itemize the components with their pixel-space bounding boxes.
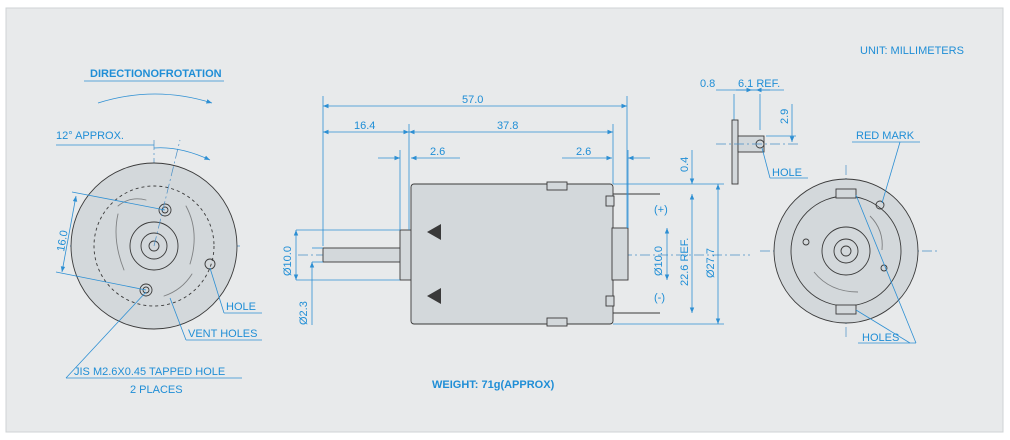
tapped-hole-bottom <box>139 283 153 297</box>
side-view: 57.0 16.4 37.8 2.6 2.6 Ø10.0 Ø2.3 Ø10.0 … <box>282 94 750 327</box>
rotation-arrow <box>97 93 213 104</box>
red-mark <box>875 200 885 210</box>
motor-body <box>410 183 614 325</box>
tapped-hole-label: JIS M2.6X0.45 TAPPED HOLE <box>74 366 225 378</box>
terminal-hole-label: HOLE <box>772 167 802 179</box>
polarity-plus: (+) <box>654 204 668 216</box>
weight-label: WEIGHT: 71g(APPROX) <box>432 379 555 391</box>
rotation-direction-label: DIRECTIONOFROTATION <box>90 68 222 80</box>
terminal-detail: 0.8 6.1 REF. 2.9 HOLE <box>700 78 808 185</box>
dim-terminal-thickness: 0.8 <box>700 78 715 90</box>
dim-shaft-length: 16.4 <box>354 120 375 132</box>
dim-body-length: 37.8 <box>497 120 518 132</box>
vent-holes-label: VENT HOLES <box>188 328 258 340</box>
angle-label: 12° APPROX. <box>56 130 124 142</box>
dim-rear-boss: 2.6 <box>576 146 591 158</box>
dim-terminal-span: 22.6 REF. <box>679 238 691 286</box>
dim-rear-boss-dia: Ø10.0 <box>653 246 665 276</box>
front-view: 16.0 12° APPROX. HOLE VENT HOLES JIS M2.… <box>55 130 262 396</box>
rear-boss <box>611 227 629 281</box>
red-mark-label: RED MARK <box>856 130 915 142</box>
tapped-hole-count: 2 PLACES <box>130 384 183 396</box>
rear-holes-label: HOLES <box>862 332 899 344</box>
tapped-hole-top <box>158 203 172 217</box>
dim-body-dia: Ø27.7 <box>705 248 717 278</box>
shaft <box>322 247 402 263</box>
dim-shaft-dia: Ø2.3 <box>298 301 310 325</box>
dim-terminal-offset: 0.4 <box>679 157 691 172</box>
front-hole-label: HOLE <box>226 301 256 313</box>
front-boss <box>399 229 413 281</box>
rear-terminal-top <box>835 188 857 199</box>
dim-terminal-width: 6.1 REF. <box>738 78 780 90</box>
unit-label: UNIT: MILLIMETERS <box>860 45 964 57</box>
rear-terminal-bottom <box>835 304 857 315</box>
dim-front-boss-dia: Ø10.0 <box>282 246 294 276</box>
dim-front-boss: 2.6 <box>430 146 445 158</box>
polarity-minus: (-) <box>654 292 665 304</box>
dim-hole-position: 2.9 <box>779 109 791 124</box>
rear-view: RED MARK HOLES <box>760 130 940 344</box>
dim-bolt-spacing: 16.0 <box>55 229 71 252</box>
dim-overall-length: 57.0 <box>462 94 483 106</box>
